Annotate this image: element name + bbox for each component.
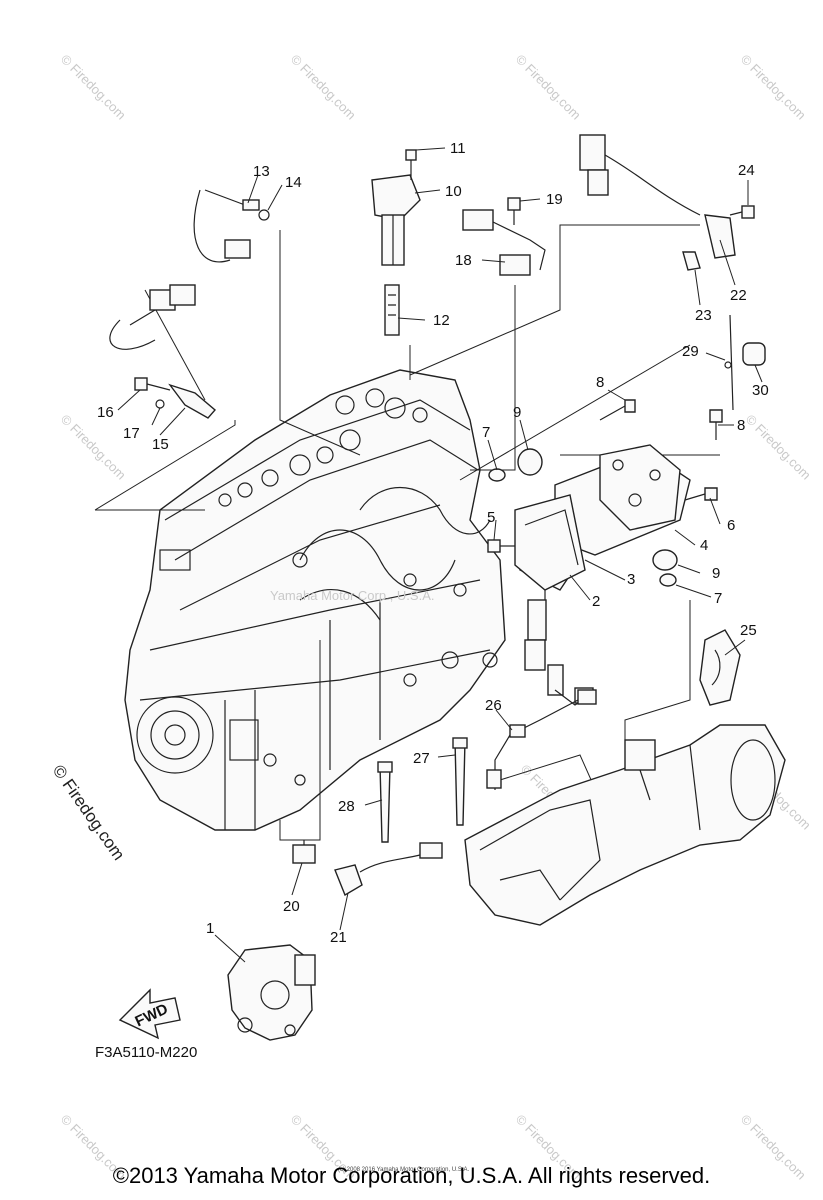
- tile-watermark: © Firedog.com: [513, 52, 584, 123]
- part-26-sensor: [486, 689, 597, 790]
- tile-watermark: © Firedog.com: [288, 52, 359, 123]
- callout-28: 28: [338, 798, 355, 815]
- callout-7b: 7: [714, 590, 722, 607]
- part-29-30: [724, 314, 766, 411]
- side-watermark: © Firedog.com: [49, 761, 129, 863]
- callout-15: 15: [152, 436, 169, 453]
- callout-26: 26: [485, 697, 502, 714]
- callout-24: 24: [738, 162, 755, 179]
- part-6-8-bolts: [599, 399, 723, 501]
- part-1-throttle-assembly: [214, 934, 316, 1041]
- diagram-code: F3A5110-M220: [95, 1044, 197, 1061]
- callout-12: 12: [433, 312, 450, 329]
- callout-27: 27: [413, 750, 430, 767]
- part-13-17-sensors: [109, 189, 270, 419]
- callout-29: 29: [682, 343, 699, 360]
- tiny-copyright: (c) 2008 2016 Yamaha Motor Corporation, …: [338, 1167, 470, 1173]
- callout-18: 18: [455, 252, 472, 269]
- tile-watermark: © Firedog.com: [738, 52, 809, 123]
- callout-23: 23: [695, 307, 712, 324]
- callout-8b: 8: [737, 417, 745, 434]
- callout-19: 19: [546, 191, 563, 208]
- tile-watermark: © Firedog.com: [743, 412, 814, 483]
- callout-17: 17: [123, 425, 140, 442]
- callouts: 1 2 3 4 5 6 7 7 8 8 9 9 10 11 12 13 14 1…: [97, 140, 769, 946]
- callout-9a: 9: [513, 404, 521, 421]
- tile-watermark: © Firedog.com: [58, 52, 129, 123]
- part-22-23-24-harness: [579, 134, 755, 271]
- callout-13: 13: [253, 163, 270, 180]
- callout-8a: 8: [596, 374, 604, 391]
- part-2-3-4-ecu-bracket: [514, 444, 691, 706]
- callout-3: 3: [627, 571, 635, 588]
- part-27-28-ties: [377, 737, 468, 843]
- exhaust-manifold: [464, 724, 786, 926]
- callout-10: 10: [445, 183, 462, 200]
- engine-block: [124, 369, 506, 831]
- part-7-9-grommets: [488, 448, 678, 587]
- part-5-bolt: [487, 539, 515, 553]
- callout-6: 6: [727, 517, 735, 534]
- part-25-clip: [699, 629, 741, 706]
- callout-20: 20: [283, 898, 300, 915]
- callout-9b: 9: [712, 565, 720, 582]
- callout-7a: 7: [482, 424, 490, 441]
- callout-16: 16: [97, 404, 114, 421]
- callout-11: 11: [450, 140, 466, 157]
- callout-2: 2: [592, 593, 600, 610]
- callout-22: 22: [730, 287, 747, 304]
- callout-4: 4: [700, 537, 708, 554]
- callout-1: 1: [206, 920, 214, 937]
- callout-21: 21: [330, 929, 347, 946]
- fwd-arrow: FWD: [118, 988, 181, 1040]
- callout-5: 5: [487, 509, 495, 526]
- callout-14: 14: [285, 174, 302, 191]
- leader-lines: [117, 147, 763, 931]
- callout-30: 30: [752, 382, 769, 399]
- copyright-footer: ©2013 Yamaha Motor Corporation, U.S.A. A…: [112, 1163, 711, 1188]
- callout-25: 25: [740, 622, 757, 639]
- tile-watermark: © Firedog.com: [58, 412, 129, 483]
- part-10-11-12-ignition: [371, 149, 421, 336]
- part-18-19-sensor: [462, 197, 546, 276]
- center-watermark: Yamaha Motor Corp., U.S.A.: [270, 588, 435, 603]
- part-20-21-sensors: [292, 840, 443, 897]
